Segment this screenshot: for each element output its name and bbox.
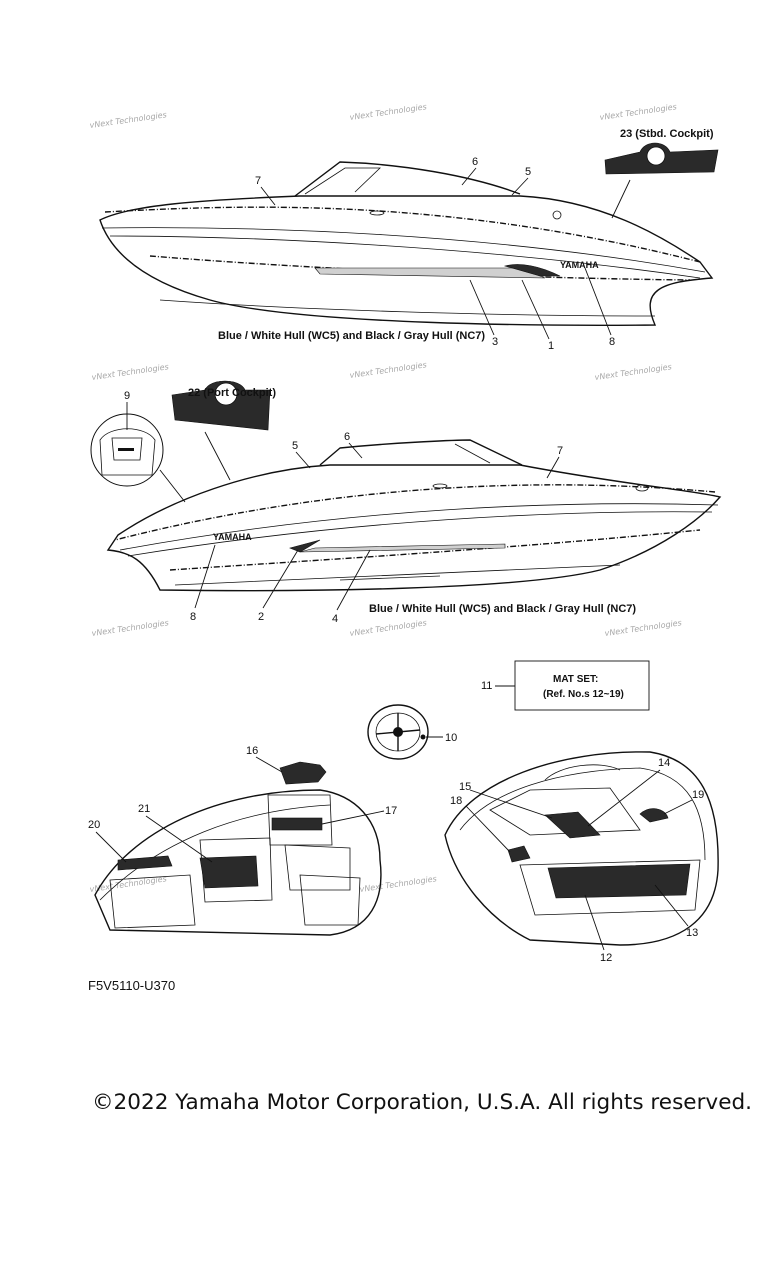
watermark: vNext Technologies	[91, 618, 169, 638]
watermark: vNext Technologies	[89, 110, 167, 130]
mat-set-box: MAT SET: (Ref. No.s 12~19) 11	[481, 660, 650, 711]
inset-label-23: 23 (Stbd. Cockpit)	[620, 128, 714, 140]
callout-14: 14	[658, 757, 670, 769]
callout-15: 15	[459, 781, 471, 793]
watermark: vNext Technologies	[599, 102, 677, 122]
callout-17: 17	[385, 805, 397, 817]
callout-12: 12	[600, 952, 612, 964]
watermark: vNext Technologies	[91, 362, 169, 382]
figure-code: F5V5110-U370	[88, 978, 175, 993]
watermark: vNext Technologies	[604, 618, 682, 638]
watermark: vNext Technologies	[349, 360, 427, 380]
watermark: vNext Technologies	[594, 362, 672, 382]
steering-wheel: 10	[367, 704, 457, 760]
callout-10: 10	[445, 732, 457, 744]
bow-interior-view: 16 21 20 17	[88, 745, 397, 936]
callout-3: 3	[492, 336, 498, 348]
callout-18: 18	[450, 795, 462, 807]
dash-inset: 9	[90, 390, 186, 503]
callout-6: 6	[472, 156, 478, 168]
watermark: vNext Technologies	[349, 618, 427, 638]
port-callouts: 5 6 7 8 2 4 Blue / White Hull (WC5) and …	[190, 431, 636, 625]
starboard-caption: Blue / White Hull (WC5) and Black / Gray…	[218, 330, 485, 342]
watermark-group: vNext Technologies vNext Technologies vN…	[89, 102, 682, 894]
watermark: vNext Technologies	[359, 874, 437, 894]
callout-4: 4	[332, 613, 338, 625]
watermark: vNext Technologies	[349, 102, 427, 122]
callout-5: 5	[525, 166, 531, 178]
callout-1: 1	[548, 340, 554, 352]
callout-7: 7	[557, 445, 563, 457]
callout-8: 8	[609, 336, 615, 348]
callout-9: 9	[124, 390, 130, 402]
stern-interior-view: 15 14 18 19 13 12	[444, 751, 719, 964]
starboard-callouts: 7 6 5 3 1 8 Blue / White Hull (WC5) and …	[218, 156, 615, 352]
port-view-boat: YAMAHA	[106, 439, 722, 592]
mat-set-refs: (Ref. No.s 12~19)	[543, 689, 624, 700]
copyright-notice: ©2022 Yamaha Motor Corporation, U.S.A. A…	[92, 1090, 752, 1114]
hull-logo-text: YAMAHA	[560, 260, 599, 270]
callout-8: 8	[190, 611, 196, 623]
callout-13: 13	[686, 927, 698, 939]
hull-logo-text: YAMAHA	[213, 532, 252, 542]
callout-5: 5	[292, 440, 298, 452]
inset-label-22: 22 (Port Cockpit)	[188, 387, 276, 399]
callout-20: 20	[88, 819, 100, 831]
callout-11: 11	[481, 680, 492, 692]
callout-7: 7	[255, 175, 261, 187]
starboard-view-boat: YAMAHA	[99, 161, 714, 326]
callout-19: 19	[692, 789, 704, 801]
callout-16: 16	[246, 745, 258, 757]
stbd-cockpit-decal-inset: 23 (Stbd. Cockpit)	[604, 128, 719, 219]
callout-21: 21	[138, 803, 150, 815]
mat-set-title: MAT SET:	[553, 674, 598, 685]
port-caption: Blue / White Hull (WC5) and Black / Gray…	[369, 603, 636, 615]
port-cockpit-decal-inset: 22 (Port Cockpit)	[171, 380, 276, 481]
callout-6: 6	[344, 431, 350, 443]
callout-2: 2	[258, 611, 264, 623]
